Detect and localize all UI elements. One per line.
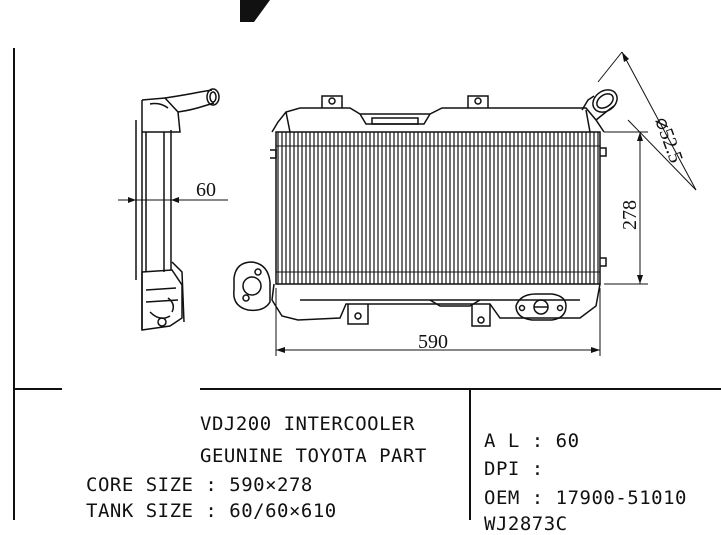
sheet-frame [13,48,721,520]
al-value: 60 [555,430,580,452]
height-label: 278 [619,200,641,230]
front-view [233,89,618,327]
core-size-row: CORE SIZE : 590×278 [86,474,313,496]
thickness-dimension [118,197,228,203]
oem-value: 17900-51010 [555,487,688,509]
spec-title: VDJ200 INTERCOOLER [200,413,415,435]
core-size-label: CORE SIZE [86,474,194,496]
dpi-label: DPI [484,458,520,480]
core-size-value: 590×278 [229,474,313,496]
technical-drawing-sheet: 60 [13,0,721,535]
oem-label: OEM [484,487,520,509]
tank-size-value: 60/60×610 [229,500,337,522]
diameter-label: ⌀52.5 [650,114,687,166]
spec-subtitle: GEUNINE TOYOTA PART [200,445,427,467]
thickness-label: 60 [196,179,216,201]
al-label: A L [484,430,520,452]
intercooler-drawing: 60 [13,0,721,520]
width-label: 590 [418,331,448,353]
height-dimension [604,131,648,285]
diameter-dimension [597,51,697,191]
extra-code: WJ2873C [484,513,568,535]
tank-size-row: TANK SIZE : 60/60×610 [86,500,337,522]
width-dimension [275,288,601,356]
side-view [135,88,220,331]
oem-row: OEM : 17900-51010 [484,487,688,509]
dpi-row: DPI : [484,458,544,480]
header-slash-mark [240,0,270,22]
tank-size-label: TANK SIZE [86,500,194,522]
al-row: A L : 60 [484,430,580,452]
core-fins [275,131,601,285]
